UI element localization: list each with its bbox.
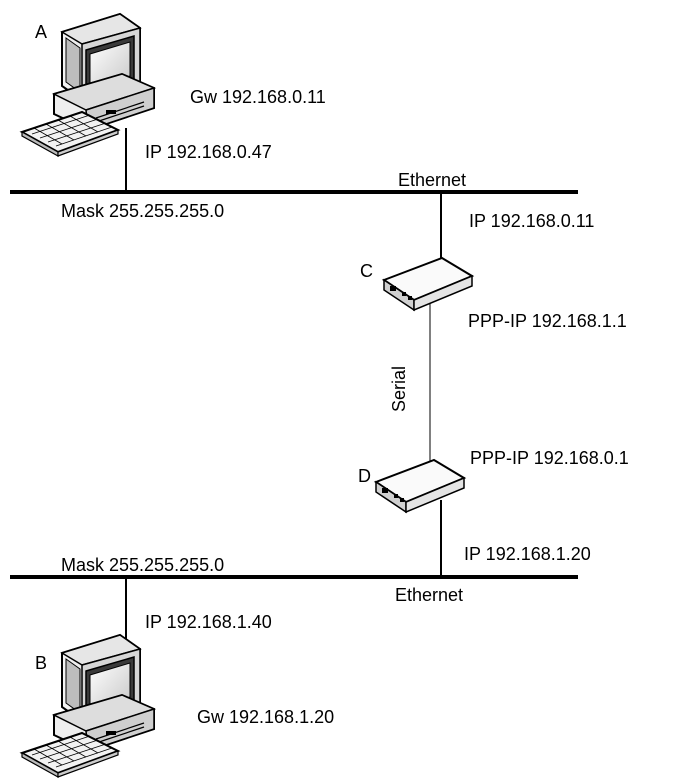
router-c-letter: C xyxy=(360,261,373,281)
host-b-gateway: Gw 192.168.1.20 xyxy=(197,707,335,727)
router-c-ppp-ip: PPP-IP 192.168.1.1 xyxy=(468,311,627,331)
top-mask-label: Mask 255.255.255.0 xyxy=(61,201,225,221)
serial-label: Serial xyxy=(389,365,409,412)
router-d-ppp-ip: PPP-IP 192.168.0.1 xyxy=(470,448,629,468)
bottom-ethernet-label: Ethernet xyxy=(395,585,464,605)
host-a-ip: IP 192.168.0.47 xyxy=(145,142,272,162)
host-a-gateway: Gw 192.168.0.11 xyxy=(190,87,326,107)
router-c-icon xyxy=(383,257,473,311)
host-b-letter: B xyxy=(35,653,48,673)
bottom-mask-label: Mask 255.255.255.0 xyxy=(61,555,225,575)
router-c-eth-ip: IP 192.168.0.11 xyxy=(469,211,595,231)
router-d-letter: D xyxy=(358,466,371,486)
router-d-eth-ip: IP 192.168.1.20 xyxy=(464,544,591,564)
host-a-letter: A xyxy=(35,22,48,42)
top-ethernet-label: Ethernet xyxy=(398,170,467,190)
router-d-icon xyxy=(375,459,465,513)
host-b-ip: IP 192.168.1.40 xyxy=(145,612,272,632)
